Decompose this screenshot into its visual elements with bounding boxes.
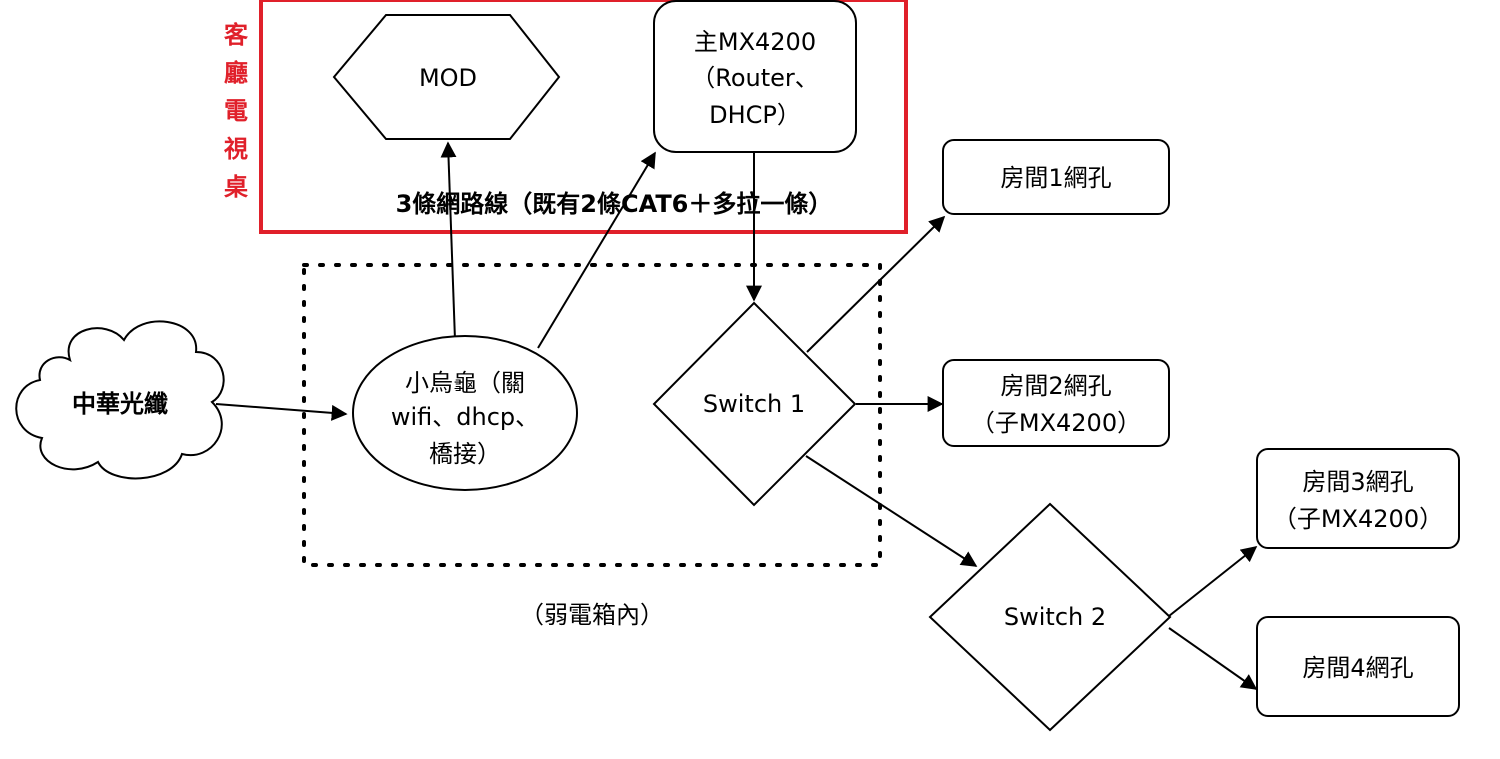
node-turtle: 小烏龜（關 wifi、dhcp、 橋接）: [352, 335, 578, 491]
router-label-line2: （Router、: [691, 64, 819, 92]
turtle-label-line1: 小烏龜（關: [405, 369, 525, 397]
mod-label: MOD: [419, 64, 477, 92]
node-room3: 房間3網孔 （子MX4200）: [1256, 448, 1460, 549]
edge-switch2-room4: [1168, 627, 1258, 690]
room2-label-line1: 房間2網孔: [1000, 372, 1111, 400]
weak-box-label: （弱電箱內）: [520, 601, 664, 629]
turtle-label-line3: 橋接）: [429, 440, 501, 468]
node-switch1: Switch 1: [652, 301, 857, 507]
living-room-frame: [259, 0, 908, 234]
turtle-label-line2: wifi、dhcp、: [391, 403, 539, 431]
weak-box-frame: [302, 263, 882, 567]
edge-fiber-turtle: [215, 403, 348, 421]
room4-label: 房間4網孔: [1302, 654, 1413, 682]
node-room1: 房間1網孔: [942, 139, 1170, 215]
edge-turtle-mod: [440, 141, 457, 341]
node-room4: 房間4網孔: [1256, 616, 1460, 717]
cable-note: 3條網路線（既有2條CAT6＋多拉一條）: [396, 190, 833, 218]
node-fiber: 中華光纖: [15, 320, 225, 480]
edge-switch1-switch2: [805, 455, 978, 567]
room1-label: 房間1網孔: [1000, 164, 1111, 192]
edge-switch2-room3: [1168, 546, 1258, 617]
edges: [215, 141, 1258, 690]
svg-text:桌: 桌: [224, 173, 248, 201]
node-mod: MOD: [332, 14, 561, 140]
node-main-router: 主MX4200 （Router、 DHCP）: [653, 0, 857, 153]
node-switch2: Switch 2: [928, 502, 1172, 732]
living-room-label: 客 廳 電 視 桌: [223, 21, 249, 201]
router-label-line3: DHCP）: [709, 101, 801, 129]
room3-label-line1: 房間3網孔: [1302, 468, 1413, 496]
svg-text:視: 視: [223, 135, 248, 163]
svg-text:廳: 廳: [224, 59, 248, 87]
svg-text:電: 電: [224, 97, 248, 125]
node-room2: 房間2網孔 （子MX4200）: [942, 359, 1170, 447]
edge-turtle-router: [537, 151, 656, 349]
router-label-line1: 主MX4200: [694, 28, 816, 56]
switch2-label: Switch 2: [1004, 603, 1106, 631]
edge-switch1-room1: [806, 215, 946, 353]
switch1-label: Switch 1: [703, 390, 805, 418]
fiber-label: 中華光纖: [72, 390, 168, 418]
room3-label-line2: （子MX4200）: [1273, 505, 1443, 533]
cloud-shape: [15, 320, 225, 480]
room2-label-line2: （子MX4200）: [971, 409, 1141, 437]
svg-text:客: 客: [224, 21, 249, 49]
